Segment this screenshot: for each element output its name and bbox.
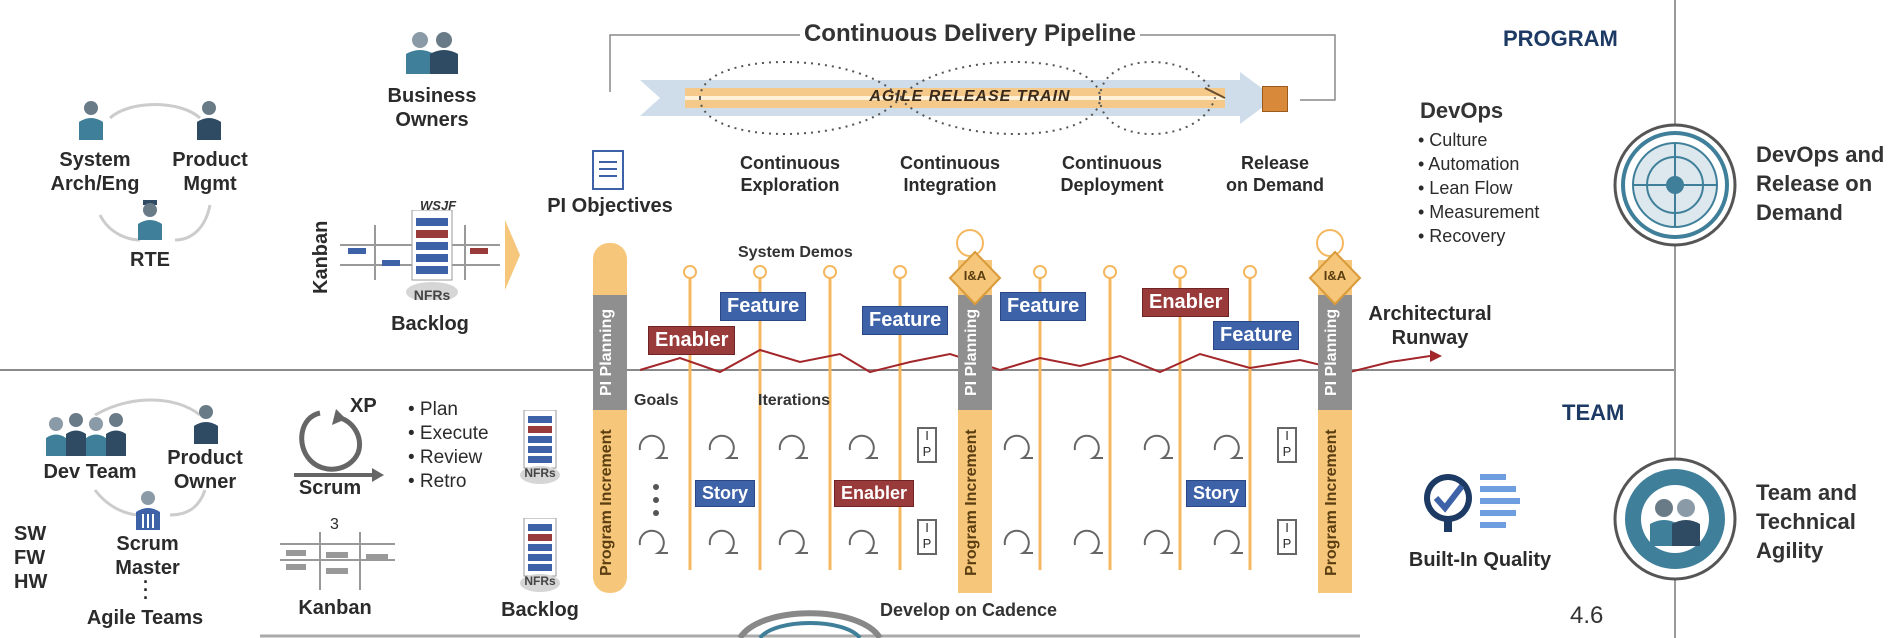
package-icon xyxy=(1262,86,1288,112)
scrum-step-plan: • Plan xyxy=(408,399,458,420)
goals-label: Goals xyxy=(634,392,679,409)
ip-box-4: I P xyxy=(1282,520,1292,551)
nfrs-team-top: NFRs xyxy=(524,466,556,480)
ip-box-2: I P xyxy=(922,520,932,551)
agile-teams-dots: ··· xyxy=(143,572,149,608)
devops-release-label: DevOps and Release on Demand xyxy=(1756,142,1885,225)
document-icon xyxy=(592,150,624,190)
role-product-mgmt: Product Mgmt xyxy=(172,149,248,195)
stage-continuous-integration: Continuous Integration xyxy=(900,153,1000,195)
scrum-step-execute: • Execute xyxy=(408,423,489,444)
built-in-quality-label: Built-In Quality xyxy=(1408,549,1552,571)
scrum-master-label: Scrum Master xyxy=(115,533,180,579)
ia-badge-2: I&A xyxy=(1323,268,1347,283)
agile-release-train-label: AGILE RELEASE TRAIN xyxy=(869,88,1071,105)
devops-item-culture: • Culture xyxy=(1418,130,1488,150)
business-owners-label: Business Owners xyxy=(387,85,477,131)
person-icon-rte xyxy=(136,200,164,240)
product-owner-label: Product Owner xyxy=(167,447,243,493)
devops-item-recovery: • Recovery xyxy=(1418,226,1506,246)
quality-check-icon xyxy=(1420,468,1532,538)
version-label: 4.6 xyxy=(1570,602,1604,629)
scrum-label: Scrum xyxy=(298,477,362,499)
ip-box-3: I P xyxy=(1282,428,1292,459)
dev-team-label: Dev Team xyxy=(43,461,137,483)
system-demos-label: System Demos xyxy=(738,244,853,261)
iterations-label: Iterations xyxy=(758,392,831,409)
dev-team-icon xyxy=(44,410,134,456)
team-agility-gear-icon xyxy=(1612,456,1738,582)
xp-label: XP xyxy=(350,395,377,417)
story-card-2: Story xyxy=(1186,480,1247,507)
nfrs-team-bottom: NFRs xyxy=(524,574,556,588)
kanban-wip-number: 3 xyxy=(330,516,339,533)
role-rte: RTE xyxy=(130,249,170,271)
ia-badge-1: I&A xyxy=(963,268,987,283)
feature-card-3: Feature xyxy=(1000,292,1087,321)
team-backlog-top xyxy=(520,409,560,484)
program-backlog-graphic xyxy=(340,209,500,302)
devops-list: • Culture • Automation • Lean Flow • Mea… xyxy=(1418,128,1539,248)
team-backlog-bottom xyxy=(520,517,560,592)
pipeline-title: Continuous Delivery Pipeline xyxy=(803,20,1137,47)
feature-card-2: Feature xyxy=(862,306,949,335)
business-owners-icon xyxy=(402,30,462,74)
scrum-step-review: • Review xyxy=(408,447,483,468)
enabler-card-1: Enabler xyxy=(648,326,736,355)
scrum-cycle-icon xyxy=(290,405,386,485)
stage-continuous-deployment: Continuous Deployment xyxy=(1060,153,1164,195)
story-card-1: Story xyxy=(695,480,756,507)
person-icon-product-mgmt xyxy=(195,100,223,140)
devops-item-automation: • Automation xyxy=(1418,154,1520,174)
scrum-master-icon xyxy=(134,490,162,530)
devops-item-lean-flow: • Lean Flow xyxy=(1418,178,1513,198)
team-heading: TEAM xyxy=(1562,400,1625,425)
team-kanban-board xyxy=(280,530,395,590)
stage-release-on-demand: Release on Demand xyxy=(1225,153,1324,195)
enabler-team-card: Enabler xyxy=(834,480,915,507)
scrum-step-retro: • Retro xyxy=(408,471,467,492)
devops-title: DevOps xyxy=(1420,98,1504,123)
backlog-program-label: Backlog xyxy=(391,313,469,335)
program-heading: PROGRAM xyxy=(1503,26,1618,51)
person-icon-system-arch xyxy=(77,100,105,140)
ip-box-1: I P xyxy=(922,428,932,459)
sw-fw-hw-label: SW FW HW xyxy=(14,523,48,593)
feature-card-1: Feature xyxy=(720,292,807,321)
architectural-runway-label: Architectural Runway xyxy=(1368,303,1492,349)
stage-continuous-exploration: Continuous Exploration xyxy=(740,153,840,195)
product-owner-icon xyxy=(192,404,220,444)
role-system-arch: System Arch/Eng xyxy=(50,149,140,195)
pi-objectives-label: PI Objectives xyxy=(547,195,673,217)
devops-radar-icon xyxy=(1612,122,1738,248)
feature-card-4: Feature xyxy=(1213,321,1300,350)
devops-item-measurement: • Measurement xyxy=(1418,202,1540,222)
kanban-team-label: Kanban xyxy=(298,597,372,619)
team-technical-agility-label: Team and Technical Agility xyxy=(1756,480,1858,563)
backlog-team-label: Backlog xyxy=(501,599,579,621)
nfrs-program: NFRs xyxy=(413,287,451,303)
wsjf-label: WSJF xyxy=(420,198,457,213)
agile-teams-label: Agile Teams xyxy=(86,607,204,629)
scrum-steps-list: • Plan • Execute • Review • Retro xyxy=(408,398,489,494)
enabler-card-2: Enabler xyxy=(1142,288,1230,317)
develop-on-cadence-label: Develop on Cadence xyxy=(880,600,1058,620)
